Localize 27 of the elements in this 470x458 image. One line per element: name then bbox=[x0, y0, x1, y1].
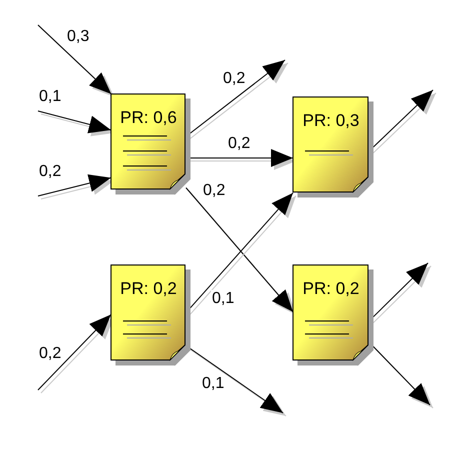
arrow bbox=[38, 24, 112, 94]
edge-label: 0,1 bbox=[38, 88, 62, 106]
arrow bbox=[368, 90, 434, 152]
edge-label: 0,2 bbox=[222, 70, 246, 88]
document-page bbox=[111, 265, 186, 361]
arrow bbox=[368, 262, 428, 322]
arrow bbox=[186, 60, 286, 137]
arrow bbox=[186, 149, 294, 167]
document-page bbox=[293, 97, 369, 193]
node-label: PR: 0,3 bbox=[302, 111, 360, 131]
node-label: PR: 0,6 bbox=[119, 108, 178, 128]
arrow bbox=[186, 345, 284, 414]
edge-label: 0,2 bbox=[38, 163, 62, 181]
edge-label: 0,3 bbox=[66, 28, 90, 46]
edge-label: 0,2 bbox=[202, 182, 226, 200]
arrow bbox=[38, 110, 112, 134]
edge-label: 0,1 bbox=[201, 375, 226, 393]
arrow bbox=[38, 174, 112, 196]
node-label: PR: 0,2 bbox=[302, 279, 360, 299]
edge-label: 0,2 bbox=[38, 345, 62, 363]
document-page bbox=[111, 94, 186, 190]
node-label: PR: 0,2 bbox=[119, 279, 178, 299]
edge-label: 0,2 bbox=[227, 135, 252, 153]
arrow bbox=[38, 314, 112, 390]
arrow bbox=[368, 342, 430, 406]
edge-label: 0,1 bbox=[211, 290, 236, 308]
document-page bbox=[293, 265, 369, 361]
